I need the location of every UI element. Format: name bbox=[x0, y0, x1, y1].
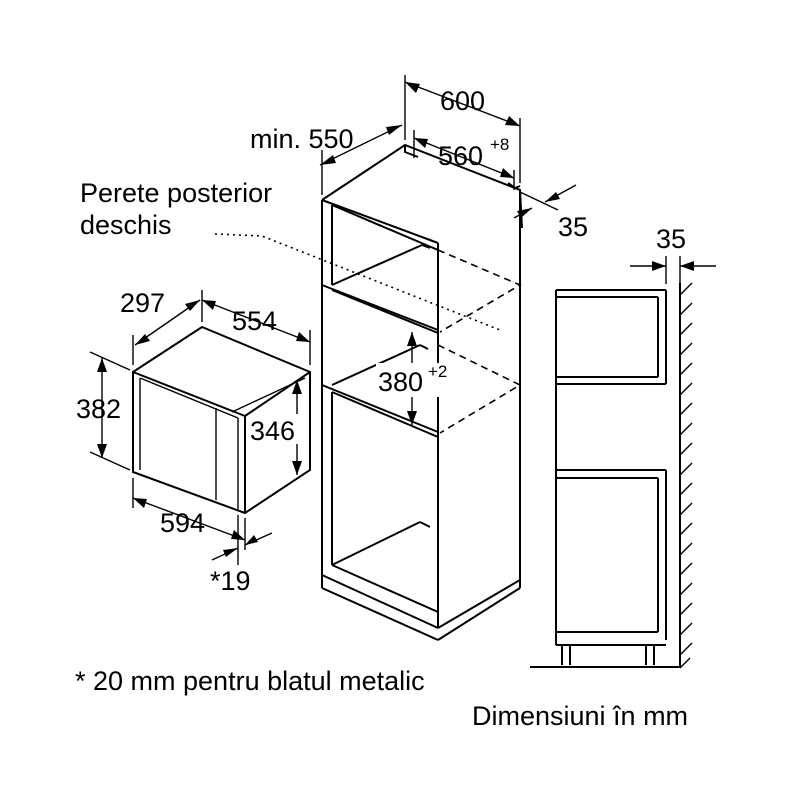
rear-wall-line2: deschis bbox=[80, 210, 172, 240]
dim-560-text: 560 bbox=[438, 141, 483, 171]
wall-hatching bbox=[679, 282, 693, 669]
rear-wall-label: Perete posterior deschis bbox=[80, 178, 272, 240]
dim-600-text: 600 bbox=[440, 86, 485, 116]
tall-cabinet bbox=[214, 143, 523, 641]
dim-cabinet-depth: min. 550 bbox=[250, 124, 403, 195]
footnote: * 20 mm pentru blatul metalic bbox=[75, 666, 425, 696]
dim-35-back-text: 35 bbox=[558, 212, 588, 242]
microwave-appliance bbox=[132, 325, 311, 515]
dim-594-text: 594 bbox=[160, 508, 205, 538]
dim-19-text: *19 bbox=[210, 566, 251, 596]
dim-380-text: 380 bbox=[378, 367, 423, 397]
dim-appliance-height: 382 bbox=[76, 351, 131, 471]
dim-side-gap: 35 bbox=[630, 224, 716, 284]
dim-382-text: 382 bbox=[76, 394, 121, 424]
dim-35-side-text: 35 bbox=[656, 224, 686, 254]
dim-niche-height: 380 +2 bbox=[376, 332, 447, 425]
units-note: Dimensiuni în mm bbox=[472, 701, 688, 731]
dim-back-gap: 35 bbox=[513, 184, 588, 242]
dim-560-tolerance-text: +8 bbox=[490, 135, 509, 154]
dim-appliance-width-back: 554 bbox=[201, 299, 311, 365]
dim-front-offset: *19 bbox=[210, 515, 273, 596]
dim-380-tolerance-text: +2 bbox=[428, 362, 447, 381]
dim-554-text: 554 bbox=[232, 306, 277, 336]
dim-346-text: 346 bbox=[250, 416, 295, 446]
dim-niche-width: 560 +8 bbox=[413, 130, 515, 190]
dim-appliance-front-width: 594 bbox=[132, 478, 246, 550]
dim-cabinet-width: 600 bbox=[404, 75, 521, 183]
rear-wall-line1: Perete posterior bbox=[80, 178, 272, 208]
dim-appliance-depth: 297 bbox=[120, 288, 203, 365]
dim-appliance-inner-height: 346 bbox=[250, 380, 308, 475]
side-section-view bbox=[530, 282, 693, 669]
dim-297-text: 297 bbox=[120, 288, 165, 318]
dim-min550-text: min. 550 bbox=[250, 124, 354, 154]
